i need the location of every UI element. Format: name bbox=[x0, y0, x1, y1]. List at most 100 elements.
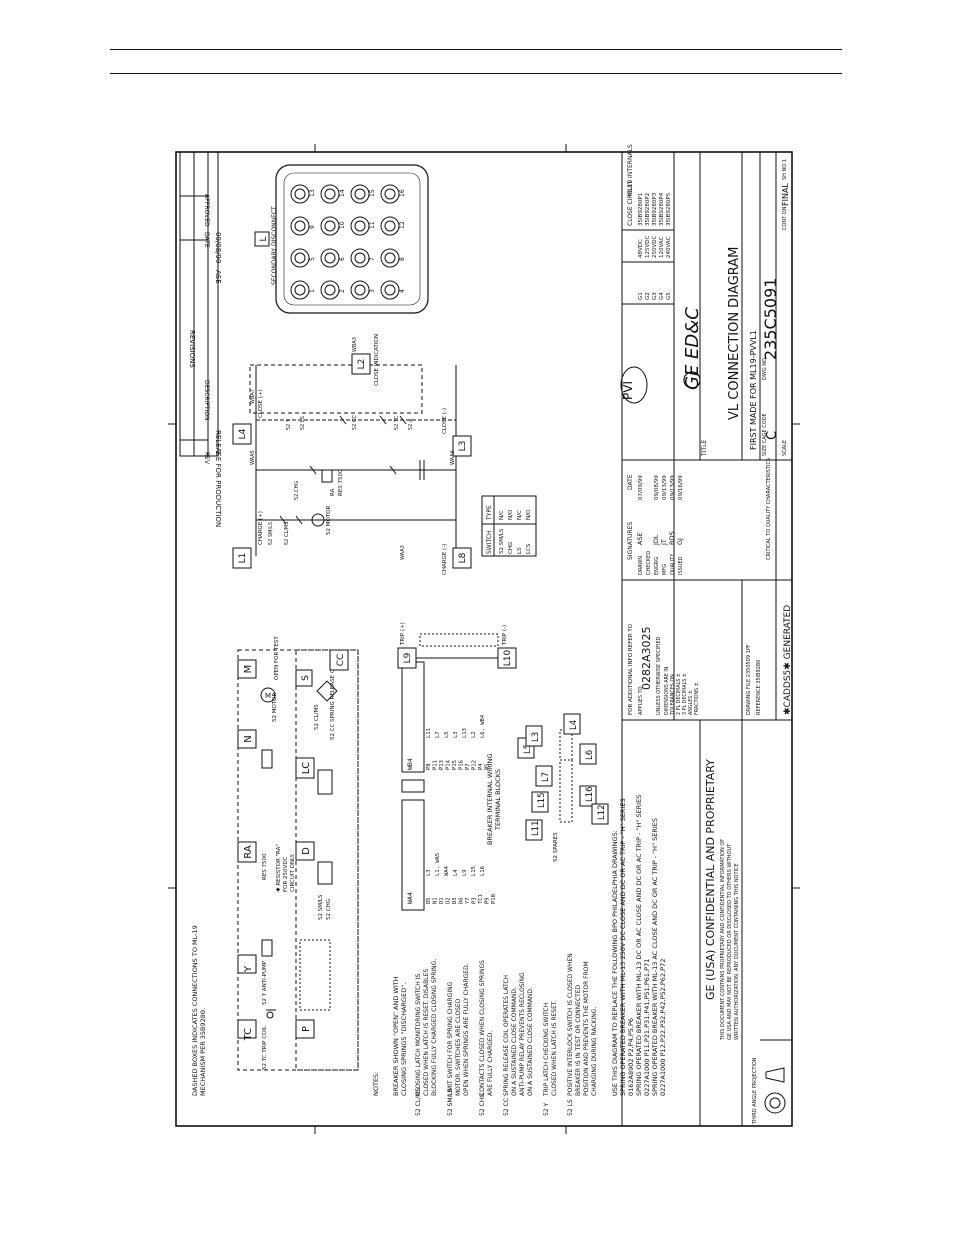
confidential-title: GE (USA) CONFIDENTIAL AND PROPRIETARY bbox=[704, 759, 717, 1000]
plug-label: L12 bbox=[597, 804, 607, 820]
secondary-pin-inner bbox=[324, 220, 336, 232]
replace-line-2: SPRING OPERATED BREAKER WITH ML-13 250V … bbox=[619, 798, 627, 1096]
circuit-voltage: 250VDC bbox=[652, 236, 658, 258]
company-name: GE ED&C bbox=[682, 307, 703, 390]
note-ls-3: POSITION AND PREVENTS THE MOTOR FROM bbox=[583, 961, 590, 1096]
signature-date: 09/08/99 bbox=[654, 475, 660, 500]
ra-note-1: ✱ RESISTOR "RA" bbox=[275, 844, 282, 892]
terminal-right-cell: P16 bbox=[459, 760, 465, 770]
terminal-mid-right-cell: L11 bbox=[426, 728, 432, 738]
note-code-cl-ms: 52 CL/MS bbox=[415, 1088, 422, 1116]
revisions-row: 1 RELEASE FOR PRODUCTION ASE 09/08/99 bbox=[207, 151, 222, 527]
circuit-code: G2 bbox=[645, 292, 651, 300]
signature-name: JDL bbox=[652, 534, 660, 546]
l10-label: L10 bbox=[503, 649, 513, 666]
terminal-mid-left-cell: L1, WA5 bbox=[435, 853, 441, 876]
m-box: M M 52 MOTOR OPEN FOR TEST bbox=[237, 636, 280, 722]
drawing-title: VL CONNECTION DIAGRAM bbox=[727, 247, 742, 420]
switch-table-type: N/C bbox=[499, 510, 505, 520]
drawing-file: DRAWING FILE 2350509 1PF bbox=[746, 644, 752, 715]
top-rule bbox=[110, 49, 842, 50]
switch-table-type: N/O bbox=[526, 509, 532, 520]
note-sm-ls-2: MOTOR. SWITCHES ARE CLOSED bbox=[455, 998, 462, 1096]
close-circuit-header: CLOSE CIRCUIT bbox=[627, 180, 634, 226]
secondary-pin bbox=[290, 248, 310, 268]
terminal-left-cell: D3 bbox=[452, 897, 458, 904]
circuit-code: G1 bbox=[638, 292, 644, 300]
revisions-title: REVISIONS bbox=[188, 330, 196, 368]
rev-header: REV bbox=[203, 452, 210, 465]
tc-box: TC 52 TC TRIP COIL bbox=[237, 1009, 276, 1070]
motor-label: 52 MOTOR bbox=[272, 692, 278, 722]
second-rule bbox=[110, 73, 842, 74]
terminal-right-cell: P12 bbox=[472, 760, 478, 770]
spring-release-label: 52 CC SPRING RELEASE COIL bbox=[330, 659, 336, 740]
schematic-switch-label: 52 a bbox=[408, 419, 414, 430]
signature-role: ISSUED bbox=[678, 556, 684, 575]
terminal-mid-left-cell: L3 bbox=[426, 869, 432, 876]
confidential-line-3: WRITTEN AUTHORIZATION. ANY DOCUMENT CONT… bbox=[734, 863, 740, 1040]
final-label: FINAL bbox=[781, 183, 790, 206]
circuit-voltage: 240VAC bbox=[666, 236, 672, 258]
trip-plus-label: TRIP (+) bbox=[400, 622, 406, 646]
switch-table-name: CHG bbox=[508, 542, 514, 554]
secondary-pin-inner bbox=[354, 284, 366, 296]
trip-coil-label: 52 TC TRIP COIL bbox=[262, 1025, 268, 1070]
signature-date: 09/13/99 bbox=[670, 475, 676, 500]
signature-name: BDS bbox=[668, 531, 676, 545]
terminal-mid-left-cell: WA4 bbox=[444, 865, 450, 876]
d-label: D bbox=[301, 847, 312, 855]
secondary-pin-inner bbox=[384, 284, 396, 296]
secondary-pin bbox=[320, 280, 340, 300]
replace-line-3: 0162A8902 P2,P4,P5,P6 bbox=[627, 1018, 635, 1096]
secondary-pin bbox=[350, 248, 370, 268]
plug-label-box bbox=[531, 791, 549, 813]
size-cage-label: SIZE CAGE CODE bbox=[762, 413, 768, 456]
tc-label: TC bbox=[243, 1028, 254, 1042]
secondary-pin-number: 13 bbox=[309, 189, 316, 197]
circuit-voltage: 48VDC bbox=[638, 239, 644, 258]
ra-note-3: CIRCUIT ONLY. bbox=[290, 853, 296, 892]
projection-cone bbox=[765, 1067, 785, 1083]
d-chg-label: 52 CHG bbox=[326, 899, 332, 920]
secondary-pin-number: 2 bbox=[339, 289, 346, 293]
note-chg-1: CONTACTS CLOSED WHEN CLOSING SPRINGS bbox=[479, 960, 486, 1096]
terminal-left-cell: TC1 bbox=[478, 894, 484, 904]
plug-label: L16 bbox=[585, 786, 595, 802]
terminal-left-head: WA4 bbox=[406, 892, 414, 904]
note-code-sm-ls: 52 SM/LS bbox=[447, 1088, 454, 1116]
secondary-pin-number: 16 bbox=[399, 189, 406, 197]
l9-label: L9 bbox=[403, 652, 413, 663]
wire-d-label: WBA7 bbox=[250, 389, 256, 404]
secondary-pin bbox=[290, 184, 310, 204]
lc-label: LC bbox=[301, 762, 312, 775]
confidential-line-1: THIS DOCUMENT CONTAINS PROPRIETARY AND C… bbox=[720, 839, 726, 1041]
plug-area: 52 SPARES bbox=[553, 729, 573, 862]
sig-date-header: DATE bbox=[627, 474, 634, 490]
terminal-left-cell: D2 bbox=[446, 897, 452, 904]
ml19-internals-header: ML19 INTERNALS bbox=[627, 144, 634, 196]
secondary-pin-inner bbox=[324, 284, 336, 296]
secondary-caption: SECONDARY DISCONNECT bbox=[271, 206, 278, 285]
replace-line-7: 0227A1000 P12,P22,P32,P42,P52,P62,P72 bbox=[659, 959, 667, 1096]
note-code-ls: 52 LS bbox=[567, 1099, 574, 1116]
secondary-pin-number: 3 bbox=[369, 289, 376, 293]
date-header: DATE bbox=[203, 232, 210, 248]
plug-label: L3 bbox=[531, 732, 541, 742]
note-ls-1: POSITIVE INTERLOCK SWITCH IS CLOSED WHEN bbox=[567, 953, 574, 1096]
secondary-pin-number: 8 bbox=[399, 257, 406, 261]
y-box: Y 52 Y ANTI-PUMP bbox=[237, 939, 273, 1005]
note-chg-2: ARE FULLY CHARGED. bbox=[487, 1031, 494, 1096]
signature-role: ENGRG bbox=[654, 557, 660, 575]
circuit-code: G3 bbox=[652, 292, 658, 300]
rev-date: 09/08/99 bbox=[214, 232, 222, 263]
dwg-number: 235C5091 bbox=[761, 278, 780, 360]
terminal-left-cell: P9 bbox=[485, 897, 491, 904]
l1-label: L1 bbox=[238, 553, 248, 564]
replace-line-6: SPRING OPERATED BREAKER WITH ML-13 AC CL… bbox=[651, 818, 659, 1096]
note-sm-ls-1: LIMIT SWITCH FOR SPRING CHARGING bbox=[447, 981, 454, 1096]
plug-label: L4 bbox=[569, 720, 579, 730]
schematic-switch-label: 52 CC bbox=[352, 415, 358, 430]
